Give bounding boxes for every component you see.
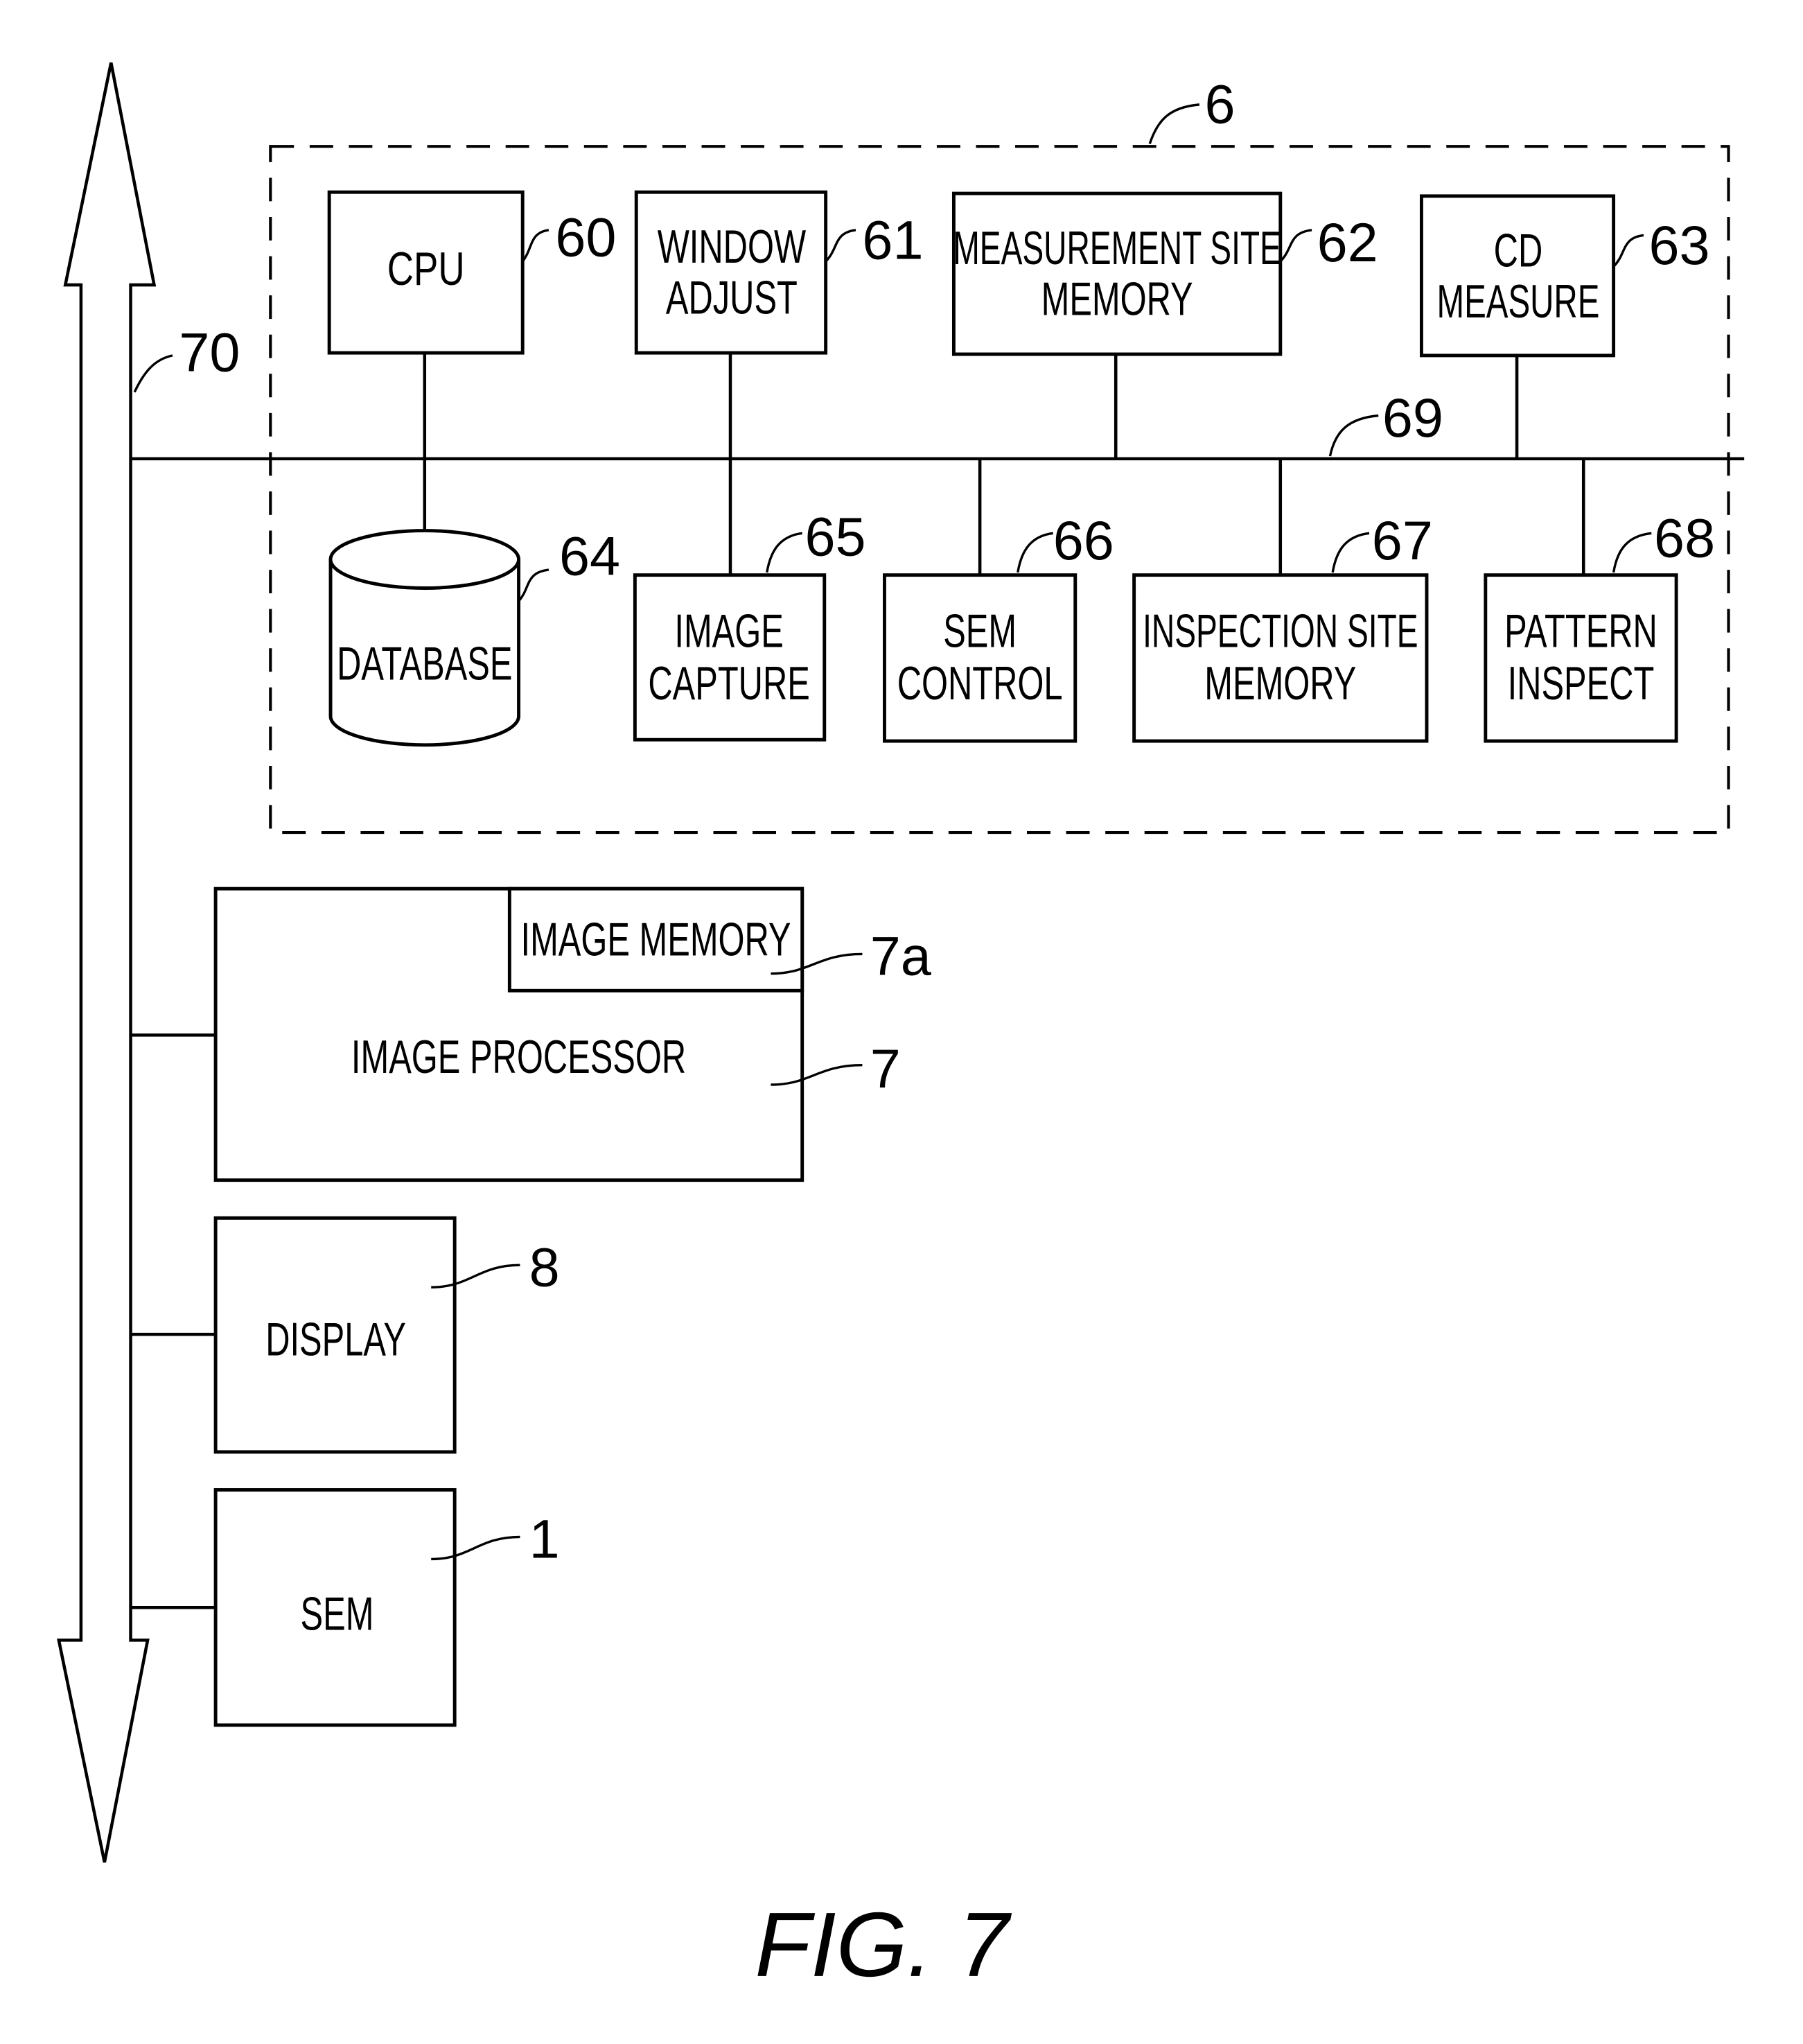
- leader-line: [134, 356, 173, 392]
- leader-line: [1150, 105, 1199, 144]
- database-ref: 64: [559, 525, 620, 587]
- measurement-site-memory-label-2: MEMORY: [1041, 272, 1193, 325]
- display-label: DISPLAY: [265, 1312, 406, 1365]
- measurement-site-memory-ref: 62: [1317, 211, 1378, 273]
- sem-control-label-1: SEM: [943, 604, 1017, 657]
- image-processor-label: IMAGE PROCESSOR: [351, 1030, 686, 1083]
- inspection-site-memory-label-2: MEMORY: [1204, 656, 1356, 710]
- inspection-site-memory-label-1: INSPECTION SITE: [1143, 605, 1418, 658]
- pattern-inspect-block: PATTERN INSPECT 68: [1486, 507, 1715, 741]
- image-memory-label: IMAGE MEMORY: [521, 912, 791, 966]
- image-memory-ref: 7a: [870, 925, 932, 987]
- cd-measure-block: CD MEASURE 63: [1421, 196, 1709, 356]
- image-capture-block: IMAGE CAPTURE 65: [635, 505, 865, 740]
- display-block: DISPLAY 8: [216, 1218, 560, 1452]
- window-adjust-ref: 61: [862, 209, 923, 270]
- database-label: DATABASE: [337, 637, 512, 690]
- cd-measure-label-1: CD: [1494, 224, 1543, 277]
- cpu-ref: 60: [555, 207, 616, 268]
- window-adjust-label-1: WINDOW: [658, 220, 807, 273]
- figure-label: FIG. 7: [755, 1894, 1012, 1995]
- sem-control-ref: 66: [1053, 509, 1114, 571]
- pattern-inspect-ref: 68: [1654, 507, 1715, 568]
- leader-line: [1330, 416, 1378, 456]
- sem-label: SEM: [301, 1587, 374, 1640]
- measurement-site-memory-label-1: MEASUREMENT SITE: [953, 222, 1281, 274]
- sem-control-block: SEM CONTROL 66: [884, 509, 1114, 741]
- window-adjust-label-2: ADJUST: [666, 271, 798, 324]
- system-bus-ref: 70: [179, 322, 240, 383]
- inspection-site-memory-ref: 67: [1372, 509, 1433, 571]
- cpu-block: CPU 60: [329, 192, 616, 353]
- pattern-inspect-label-2: INSPECT: [1508, 656, 1655, 710]
- inspection-site-memory-block: INSPECTION SITE MEMORY 67: [1134, 509, 1433, 741]
- cd-measure-label-2: MEASURE: [1436, 276, 1599, 328]
- cd-measure-ref: 63: [1649, 214, 1710, 276]
- image-processor-block: IMAGE MEMORY 7a IMAGE PROCESSOR 7: [216, 889, 932, 1180]
- internal-bus-ref: 69: [1382, 387, 1443, 448]
- database-block: DATABASE 64: [331, 525, 620, 745]
- measurement-site-memory-block: MEASUREMENT SITE MEMORY 62: [953, 193, 1378, 354]
- display-ref: 8: [529, 1236, 560, 1298]
- cpu-label: CPU: [387, 243, 465, 295]
- pattern-inspect-label-1: PATTERN: [1504, 604, 1657, 657]
- image-capture-label-1: IMAGE: [674, 604, 783, 657]
- image-capture-label-2: CAPTURE: [648, 656, 809, 710]
- window-adjust-block: WINDOW ADJUST 61: [636, 192, 923, 353]
- sem-block: SEM 1: [216, 1490, 560, 1725]
- sem-ref: 1: [529, 1508, 560, 1570]
- system-bus-arrow: [59, 63, 155, 1862]
- sem-control-label-2: CONTROL: [897, 656, 1063, 710]
- controller-ref: 6: [1204, 73, 1235, 134]
- image-processor-ref: 7: [870, 1038, 901, 1099]
- image-capture-ref: 65: [804, 505, 865, 567]
